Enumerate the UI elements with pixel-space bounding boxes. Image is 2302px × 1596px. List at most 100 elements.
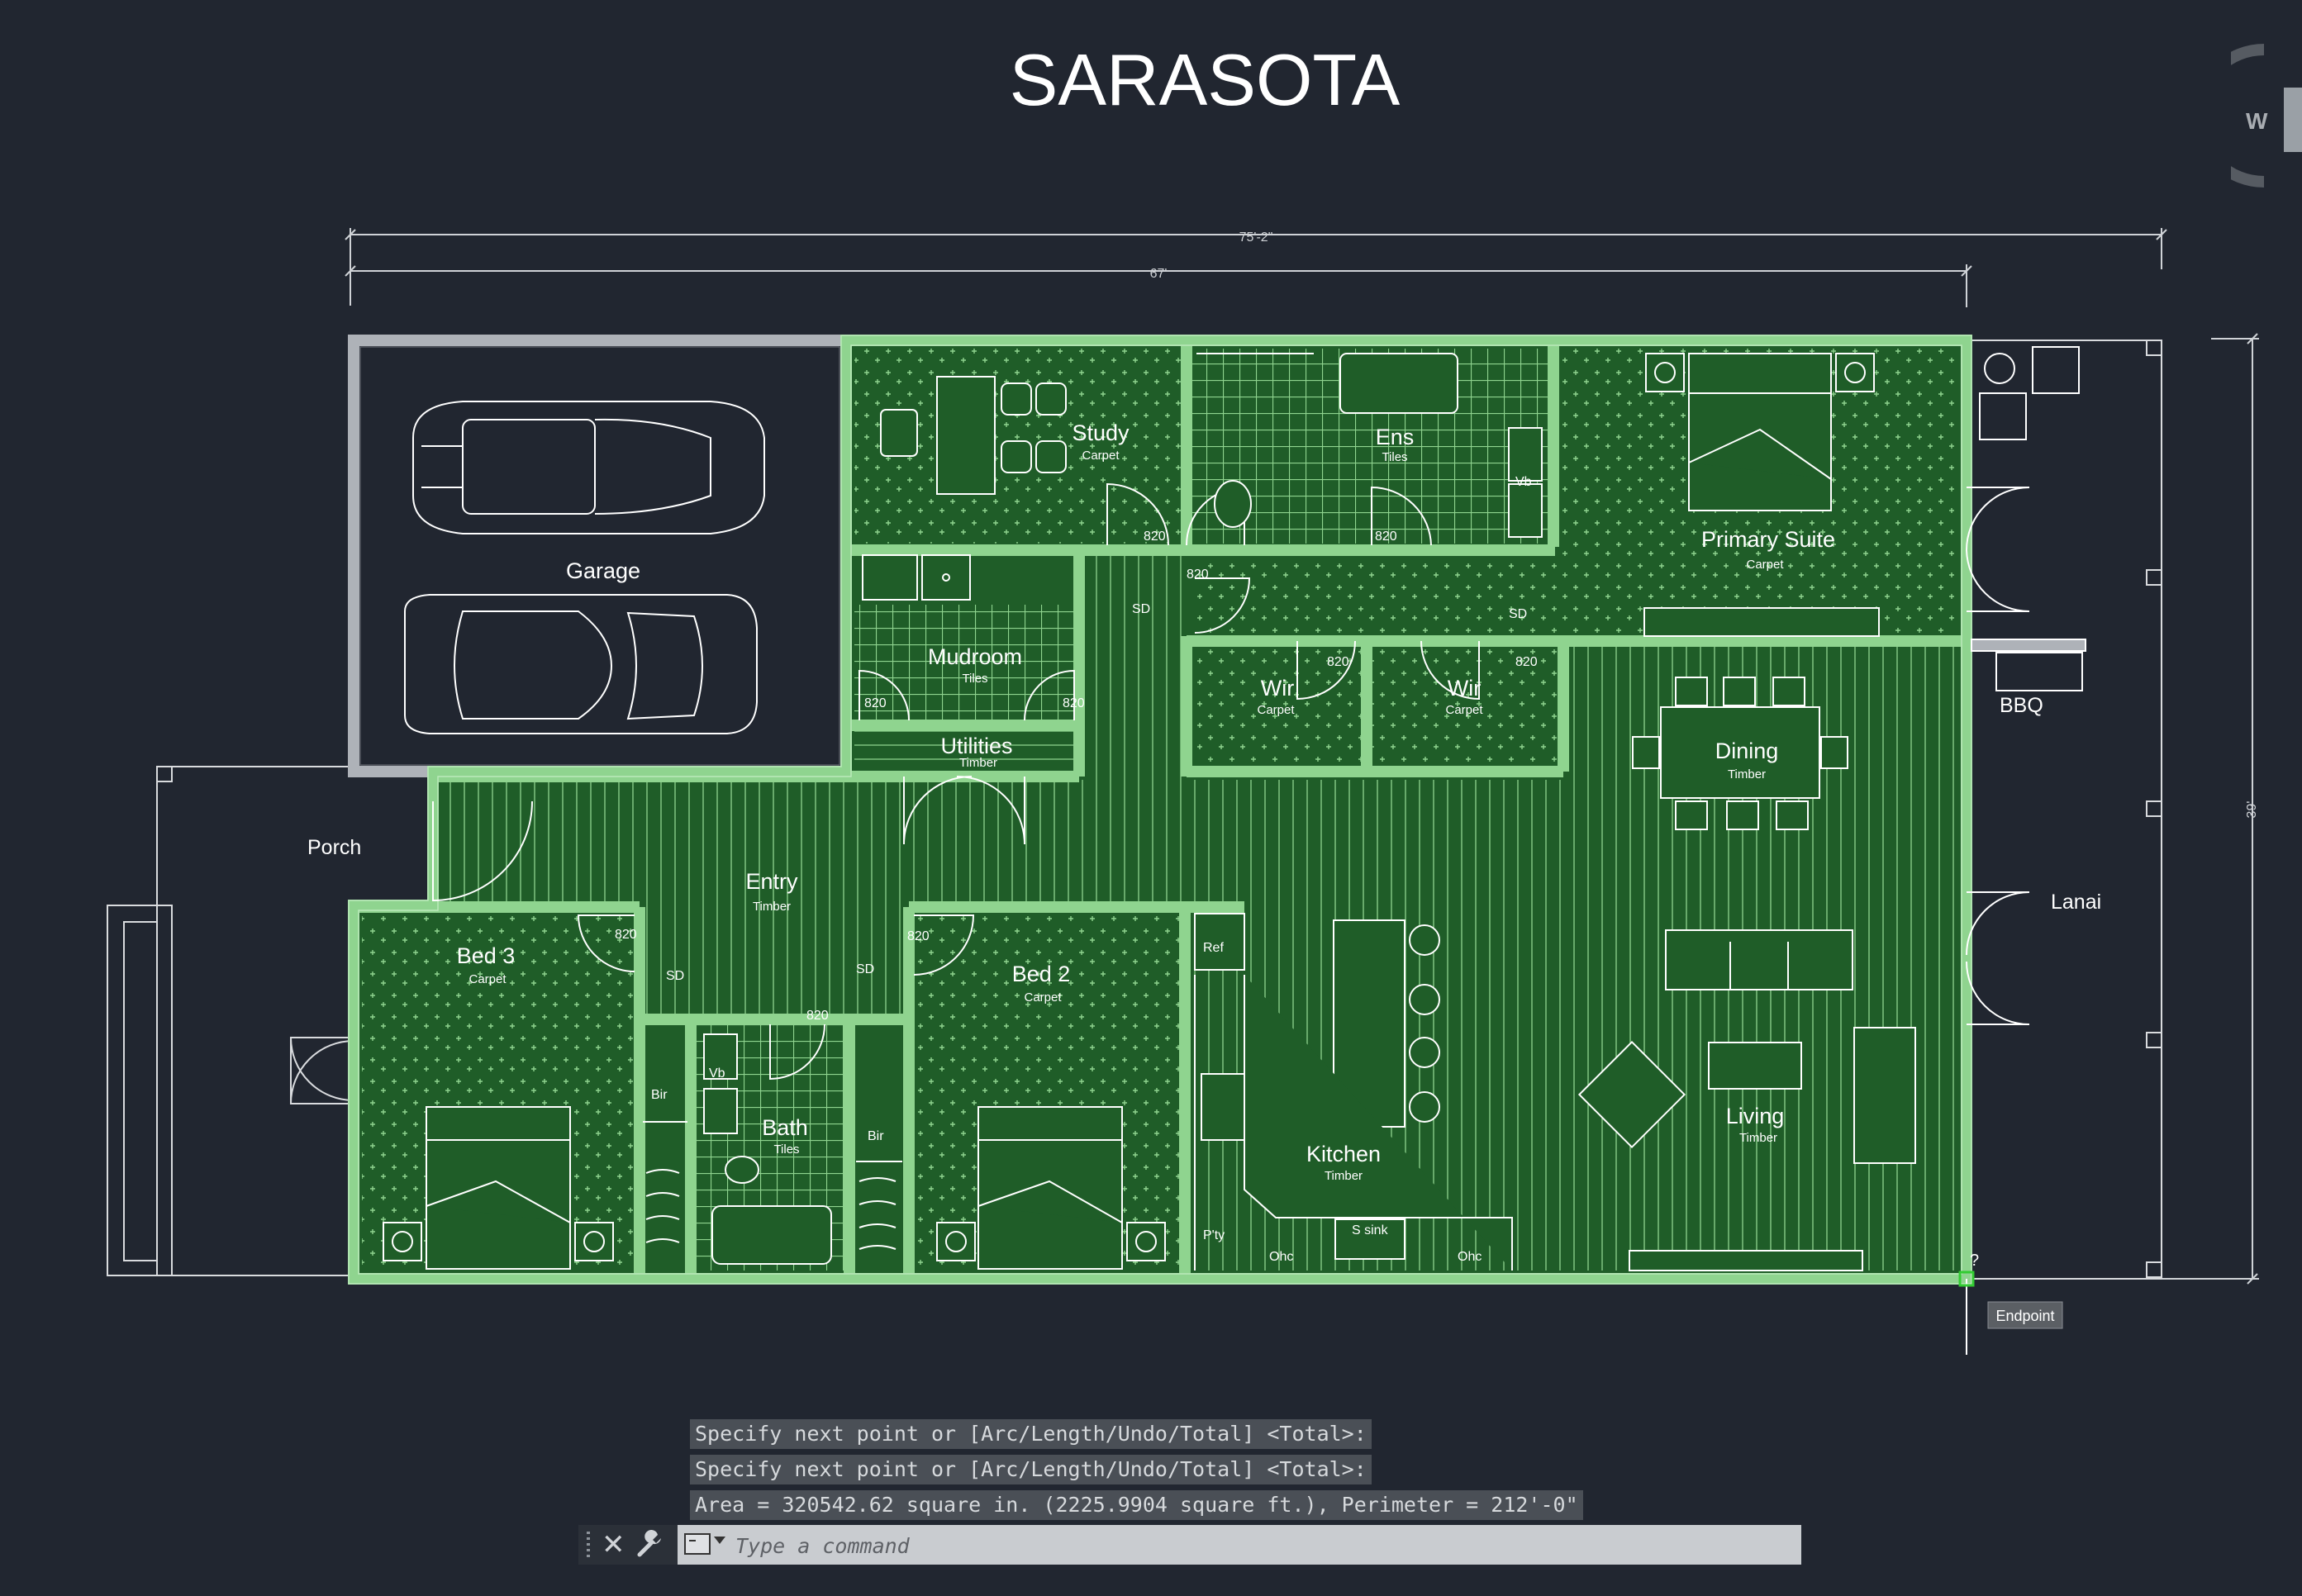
wrench-icon[interactable] <box>635 1530 664 1560</box>
room-name-primary-suite: Primary Suite <box>1701 527 1835 552</box>
pantry-label: P'ty <box>1203 1228 1225 1242</box>
hatch-robe-left <box>643 1024 687 1271</box>
dimension-depth-label: 39' <box>2245 801 2259 819</box>
room-finish-ens: Tiles <box>1382 450 1407 464</box>
command-history-line: Area = 320542.62 square in. (2225.9904 s… <box>690 1490 1583 1520</box>
room-name-mudroom: Mudroom <box>928 644 1022 669</box>
door-size-label: 820 <box>1375 530 1397 544</box>
hatch-wir-1 <box>1193 646 1362 770</box>
hatch-entry <box>433 780 1567 902</box>
sliding-door-label: SD <box>1132 602 1150 616</box>
room-finish-study: Carpet <box>1082 449 1120 463</box>
cursor-question-mark: ? <box>1970 1252 1979 1270</box>
room-finish-entry: Timber <box>753 900 791 914</box>
drawing-title: SARASOTA <box>1010 39 1401 121</box>
hatch-wir-2 <box>1372 646 1558 770</box>
lanai-furniture <box>1971 346 2086 691</box>
room-finish-wir-1: Carpet <box>1257 703 1295 717</box>
room-finish-wir-2: Carpet <box>1445 703 1483 717</box>
room-finish-bath: Tiles <box>773 1142 799 1157</box>
door-size-label: 820 <box>1187 568 1209 582</box>
sliding-door-label: SD <box>666 969 684 983</box>
chevron-down-icon[interactable] <box>714 1537 725 1544</box>
room-finish-mudroom: Tiles <box>962 672 987 686</box>
command-input[interactable] <box>734 1528 1795 1563</box>
hatch-mudroom <box>854 605 1074 722</box>
command-prompt-icon[interactable] <box>684 1533 711 1555</box>
viewcube[interactable]: W <box>2192 41 2302 241</box>
garage <box>348 335 852 777</box>
command-input-wrapper <box>678 1525 1801 1565</box>
room-name-study: Study <box>1072 420 1130 445</box>
dimension-overall-label: 75'-2" <box>1239 230 1273 245</box>
ens-fixtures <box>1196 353 1543 538</box>
vanity-label: Vb <box>709 1066 725 1081</box>
command-bar: ✕ <box>578 1525 1801 1565</box>
room-finish-primary-suite: Carpet <box>1746 558 1784 572</box>
door-size-label: 820 <box>1515 655 1538 669</box>
bath-fixtures <box>703 1033 832 1265</box>
door-size-label: 820 <box>1144 530 1166 544</box>
label-porch: Porch <box>307 836 361 859</box>
car-bottom <box>404 594 758 734</box>
bed-2-furniture <box>936 1106 1166 1270</box>
bed-3-furniture <box>383 1106 614 1270</box>
door-size-label: 820 <box>864 696 887 710</box>
snap-tooltip: Endpoint <box>1995 1308 2054 1324</box>
room-name-wir-1: Wir <box>1261 676 1294 701</box>
room-finish-kitchen: Timber <box>1325 1169 1363 1183</box>
walls <box>348 335 1972 1285</box>
room-finish-living: Timber <box>1739 1131 1777 1145</box>
room-name-bed-2: Bed 2 <box>1012 962 1071 986</box>
sink-label: S sink <box>1352 1223 1389 1237</box>
kitchen-fixtures <box>1194 913 1513 1271</box>
room-name-kitchen: Kitchen <box>1306 1142 1381 1166</box>
small-labels: 820 820 820 820 820 820 820 820 820 820 … <box>615 475 1538 1264</box>
room-name-garage: Garage <box>566 558 640 583</box>
dimension-overall-width <box>345 228 2167 306</box>
viewcube-west-label[interactable]: W <box>2246 108 2268 134</box>
hatch-corridor <box>1084 552 1185 783</box>
room-finish-utilities: Timber <box>959 756 997 770</box>
label-lanai: Lanai <box>2051 891 2101 914</box>
overhead-cupboard-label: Ohc <box>1458 1250 1482 1264</box>
lanai-outline <box>1967 340 2162 1280</box>
mudroom-furniture <box>862 554 971 601</box>
door-size-label: 820 <box>1327 655 1349 669</box>
room-finish-bed-3: Carpet <box>468 972 507 986</box>
room-name-entry: Entry <box>745 869 798 894</box>
study-furniture <box>880 376 1067 495</box>
porch-outline <box>107 766 354 1276</box>
room-finish-bed-2: Carpet <box>1024 990 1062 1005</box>
overhead-cupboard-label: Ohc <box>1269 1250 1293 1264</box>
dimension-house-width <box>345 264 1972 307</box>
command-bar-grip[interactable] <box>587 1532 590 1558</box>
room-name-utilities: Utilities <box>940 734 1012 758</box>
room-name-dining: Dining <box>1715 739 1779 763</box>
door-size-label: 820 <box>806 1009 829 1023</box>
door-size-label: 820 <box>907 929 930 943</box>
outdoor-labels: Porch BBQ Lanai <box>307 694 2101 914</box>
hatch-entry-lower <box>643 902 907 1018</box>
hatch-utilities <box>854 727 1074 767</box>
robe-label: Bir <box>651 1088 668 1102</box>
room-name-bed-3: Bed 3 <box>457 943 516 968</box>
close-icon[interactable]: ✕ <box>602 1529 625 1560</box>
door-size-label: 820 <box>1063 696 1085 710</box>
command-history-line: Specify next point or [Arc/Length/Undo/T… <box>690 1419 1372 1449</box>
crosshair-cursor <box>1958 1271 1975 1355</box>
doors <box>432 482 2030 1081</box>
primary-suite-furniture <box>1643 353 1880 637</box>
door-size-label: 820 <box>615 928 637 942</box>
living-furniture <box>1577 929 1916 1271</box>
hatch-hall-upper <box>1191 552 1558 638</box>
room-labels: Study Carpet Ens Tiles Primary Suite Car… <box>457 420 1835 1183</box>
dimension-depth <box>2162 333 2259 1285</box>
hatch-robe-right <box>853 1024 906 1271</box>
room-name-wir-2: Wir <box>1448 676 1481 701</box>
room-name-ens: Ens <box>1376 425 1415 449</box>
command-history: Specify next point or [Arc/Length/Undo/T… <box>690 1419 1583 1526</box>
room-name-living: Living <box>1726 1104 1785 1128</box>
sliding-door-label: SD <box>856 962 874 976</box>
